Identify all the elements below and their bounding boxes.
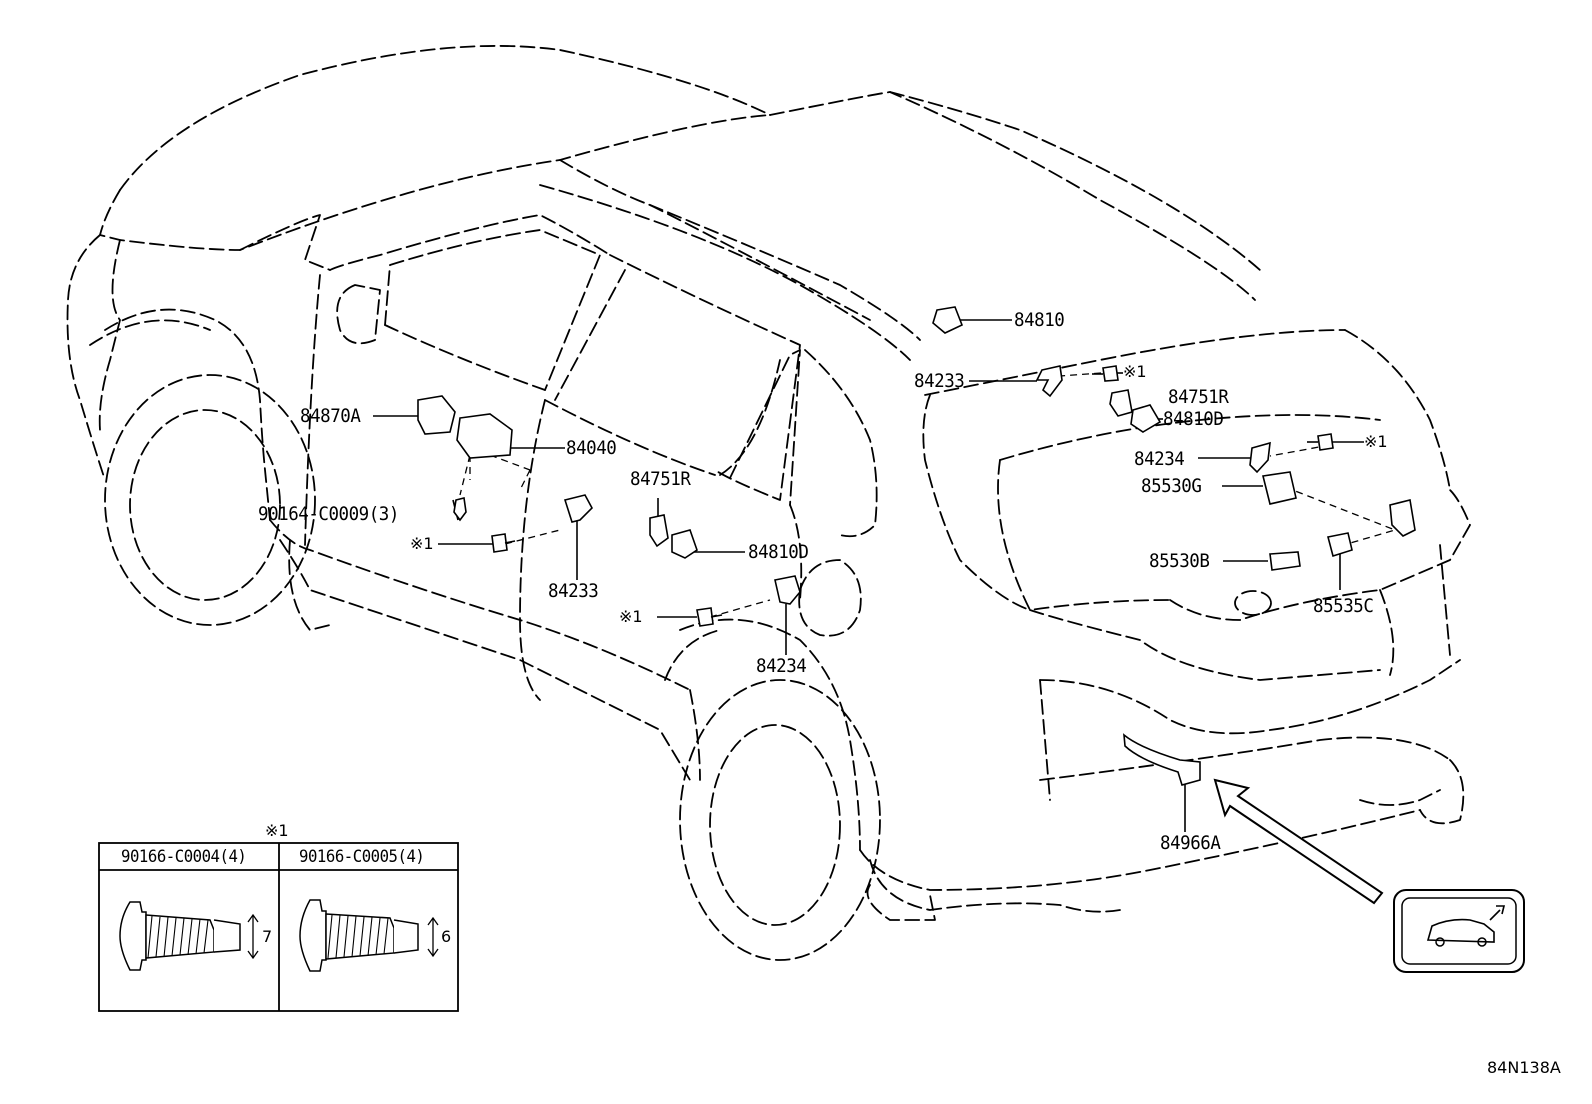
label-84966A: 84966A (1160, 832, 1221, 854)
label-84040: 84040 (566, 437, 617, 459)
label-84870A: 84870A (300, 405, 361, 427)
bolt-table-col1-part: 90166-C0004(4) (121, 847, 247, 867)
mark-top-1: ※1 (1123, 362, 1147, 381)
label-90164-C0009: 90164-C0009(3) (258, 503, 399, 525)
bolt-table-frame (98, 842, 459, 1012)
label-84233-top: 84233 (914, 370, 965, 392)
label-84810D-mid: 84810D (748, 541, 809, 563)
label-84234-right: 84234 (1134, 448, 1185, 470)
figure-id: 84N138A (1487, 1058, 1561, 1077)
bolt-dimension-col1: 7 (262, 927, 273, 946)
label-85530B: 85530B (1149, 550, 1210, 572)
mark-right-1: ※1 (1364, 432, 1388, 451)
label-85535C: 85535C (1313, 595, 1374, 617)
label-84751R-mid: 84751R (630, 468, 691, 490)
label-84810: 84810 (1014, 309, 1065, 331)
bolt-table-col2-part: 90166-C0005(4) (299, 847, 425, 867)
label-84810D-right: 84810D (1163, 408, 1224, 430)
power-back-door-icon (1393, 889, 1525, 973)
bolt-table-mark: ※1 (265, 821, 289, 840)
label-84751R-right: 84751R (1168, 386, 1229, 408)
label-85530G: 85530G (1141, 475, 1202, 497)
label-84234-mid: 84234 (756, 655, 807, 677)
label-84233-left: 84233 (548, 580, 599, 602)
mark-left-1: ※1 (410, 534, 434, 553)
mark-mid-1: ※1 (619, 607, 643, 626)
bolt-dimension-col2: 6 (441, 927, 452, 946)
